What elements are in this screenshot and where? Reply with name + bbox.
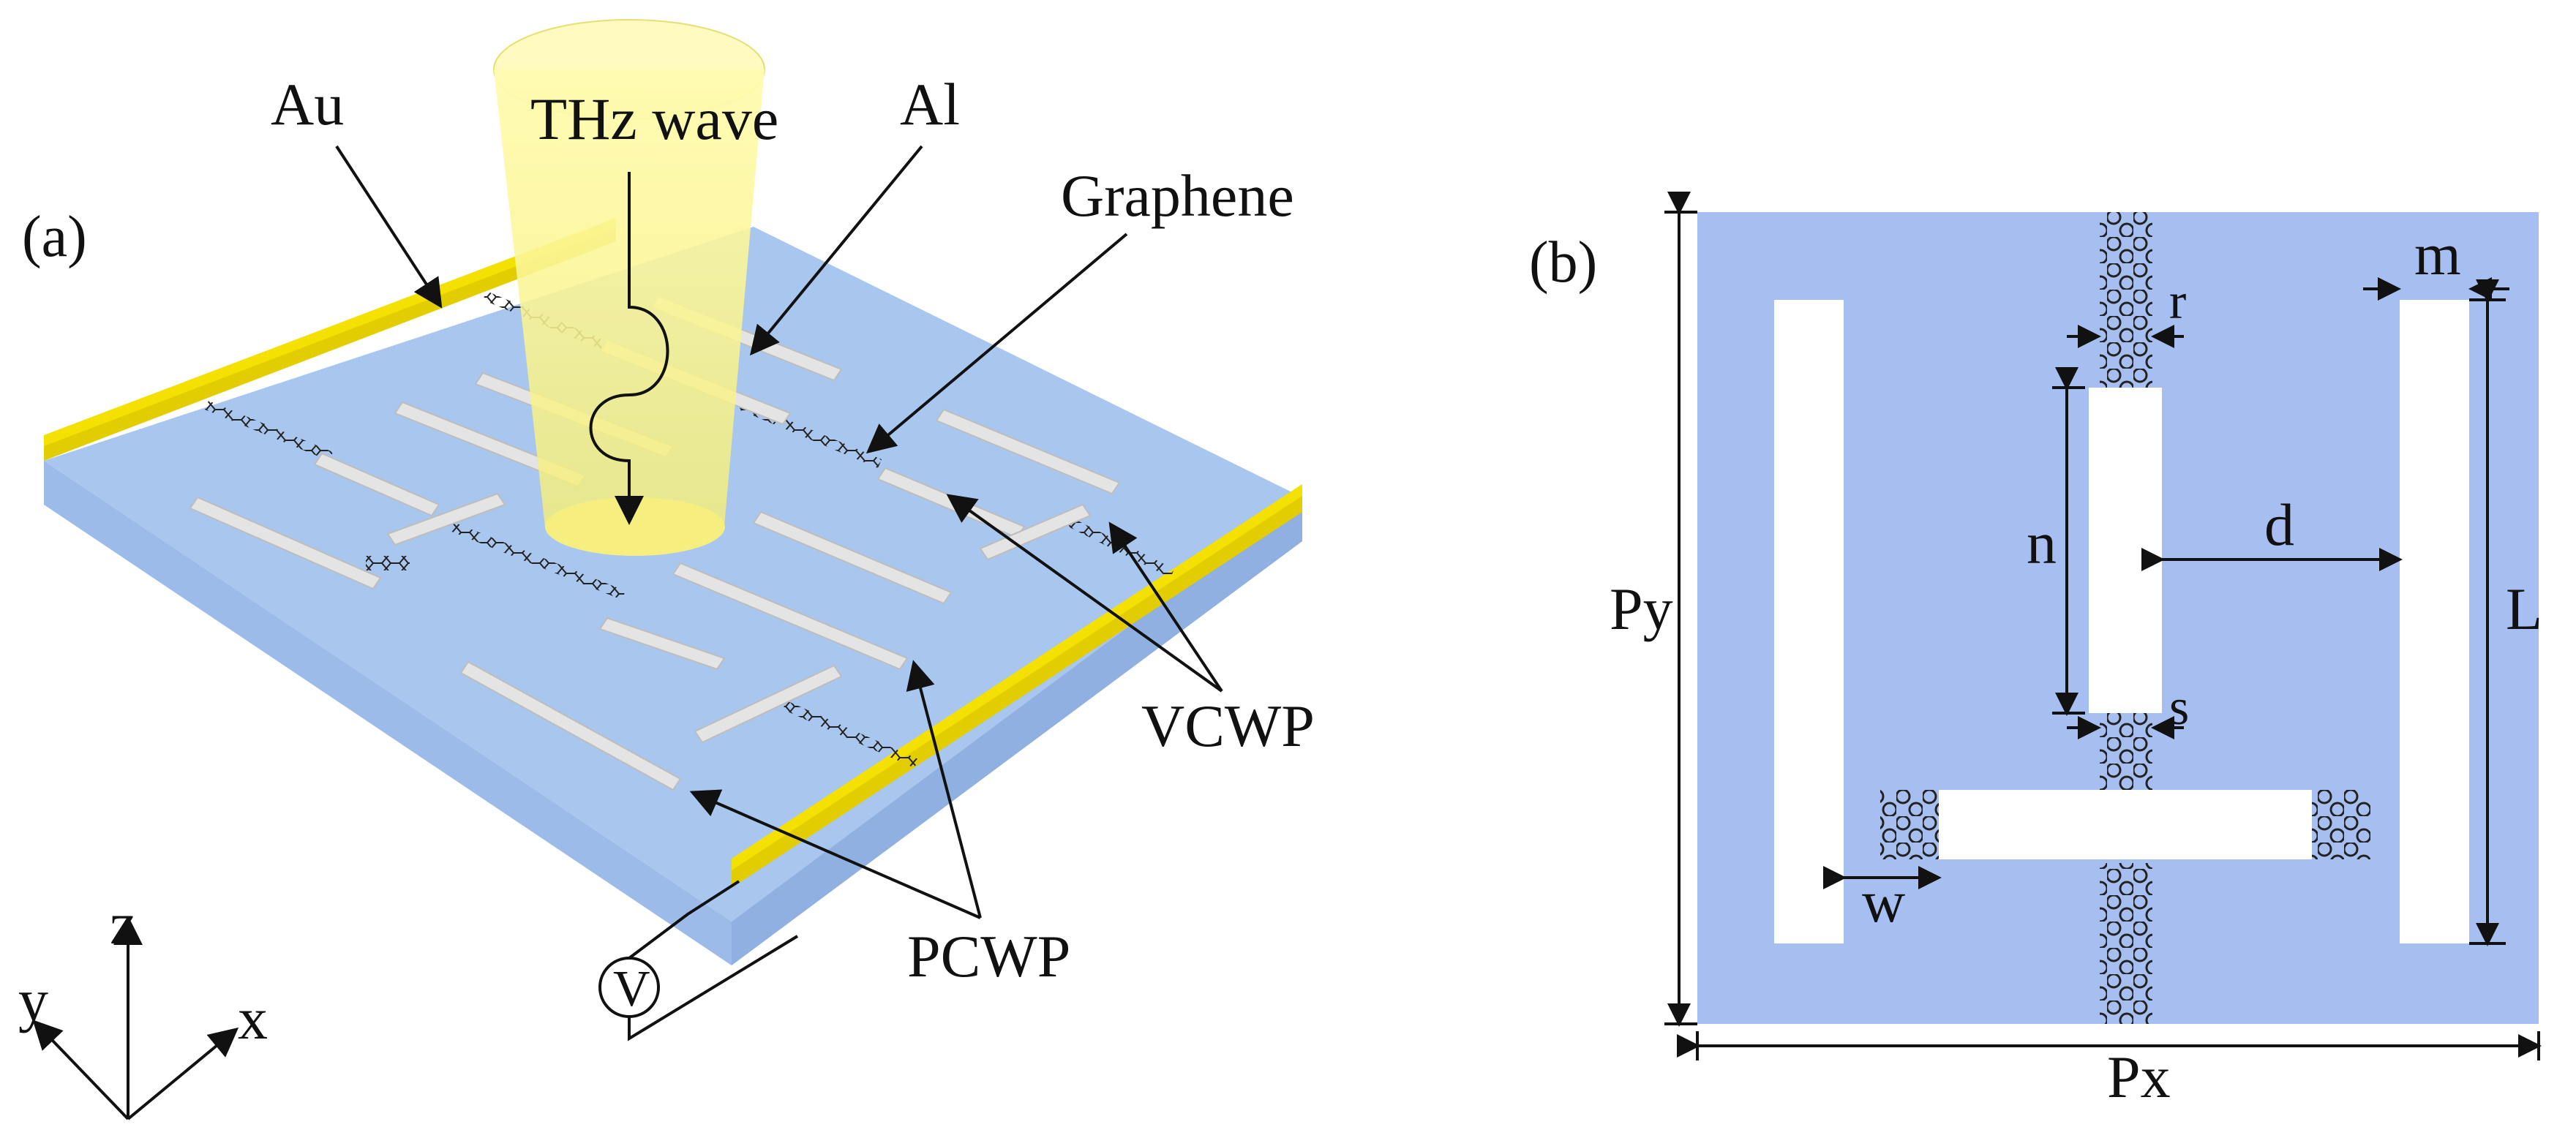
al-bar — [386, 492, 506, 546]
panel-b-unit-cell: (b) — [1529, 192, 2542, 1110]
al-bar — [752, 510, 953, 605]
graphene-middle-strip — [2100, 713, 2152, 794]
thz-beam: THz wave — [493, 19, 778, 556]
graphene-left-end — [1880, 790, 1939, 859]
dimension-labels: Py Px L n d m r s w — [1610, 221, 2542, 1110]
vcwp-pointer-1 — [946, 494, 1223, 693]
voltage-wire-right — [628, 935, 799, 1041]
m-label: m — [2414, 221, 2461, 287]
al-bar — [694, 664, 843, 744]
al-bar — [459, 660, 682, 791]
dimension-lines — [1664, 192, 2542, 1060]
thz-wave-label: THz wave — [530, 86, 778, 152]
gold-electrodes — [44, 218, 1302, 888]
al-bar — [979, 503, 1092, 561]
panel-b-label: (b) — [1529, 230, 1597, 295]
pcwp-label: PCWP — [907, 923, 1070, 990]
graphene-bottom-strip — [2100, 863, 2152, 1024]
pcwp-pointer-2 — [906, 660, 982, 919]
center-vertical-bar — [2089, 388, 2162, 713]
graphene-pointer — [865, 233, 1128, 454]
aluminum-bars — [189, 295, 1121, 791]
al-pointer — [749, 145, 923, 356]
al-bar — [189, 496, 382, 590]
voltage-label: V — [613, 961, 650, 1017]
callouts-a: Au Al Graphene VCWP PCWP — [271, 71, 1315, 990]
x-axis-label: x — [238, 985, 268, 1052]
au-electrode-front — [732, 494, 1302, 888]
w-label: w — [1862, 868, 1905, 935]
voltage-wire-left — [628, 880, 740, 960]
thz-wave-arrow — [589, 172, 669, 525]
d-label: d — [2264, 491, 2294, 558]
graphene-right-end — [2312, 790, 2370, 859]
vcwp-label: VCWP — [1141, 693, 1315, 759]
al-bar — [672, 562, 909, 671]
al-label: Al — [900, 71, 960, 137]
beam-bottom-ellipse — [545, 497, 725, 556]
y-axis-label: y — [18, 967, 48, 1033]
px-label: Px — [2107, 1044, 2171, 1110]
al-bar — [313, 452, 440, 517]
graphene-patches — [1880, 212, 2370, 1024]
l-label: L — [2506, 576, 2542, 642]
graphene-strip — [783, 701, 918, 768]
s-label: s — [2169, 679, 2189, 736]
graphene-strip — [366, 556, 410, 570]
center-horizontal-bar — [1939, 790, 2312, 859]
al-bar — [598, 617, 726, 671]
au-electrode-back — [44, 227, 616, 461]
r-label: r — [2169, 274, 2186, 330]
py-label: Py — [1610, 576, 1673, 642]
au-electrode-front-top — [732, 484, 1302, 870]
au-pointer — [335, 145, 443, 309]
pcwp-pointer-1 — [689, 789, 981, 919]
x-axis — [127, 1027, 239, 1120]
substrate-front-face — [732, 497, 1302, 965]
right-long-bar — [2400, 300, 2469, 943]
graphene-label: Graphene — [1061, 162, 1294, 229]
n-label: n — [2027, 510, 2057, 576]
vcwp-pointer-2 — [1108, 521, 1223, 693]
z-axis-label: z — [110, 890, 136, 957]
voltage-symbol — [598, 957, 660, 1018]
left-long-bar — [1774, 300, 1844, 943]
voltage-source: V — [598, 880, 799, 1041]
panel-a-label: (a) — [22, 205, 87, 269]
coordinate-axes: z x y — [18, 890, 268, 1120]
unit-cell-bars — [1774, 300, 2469, 943]
substrate-left-face — [44, 461, 732, 965]
graphene-top-strip — [2100, 212, 2152, 388]
au-label: Au — [271, 71, 344, 137]
graphene-strip — [205, 401, 333, 461]
au-electrode-back-top — [44, 218, 616, 446]
y-axis — [32, 1020, 129, 1120]
graphene-strip — [439, 518, 626, 600]
al-bar — [935, 408, 1121, 495]
panel-a-device-3d: (a) — [18, 19, 1315, 1120]
